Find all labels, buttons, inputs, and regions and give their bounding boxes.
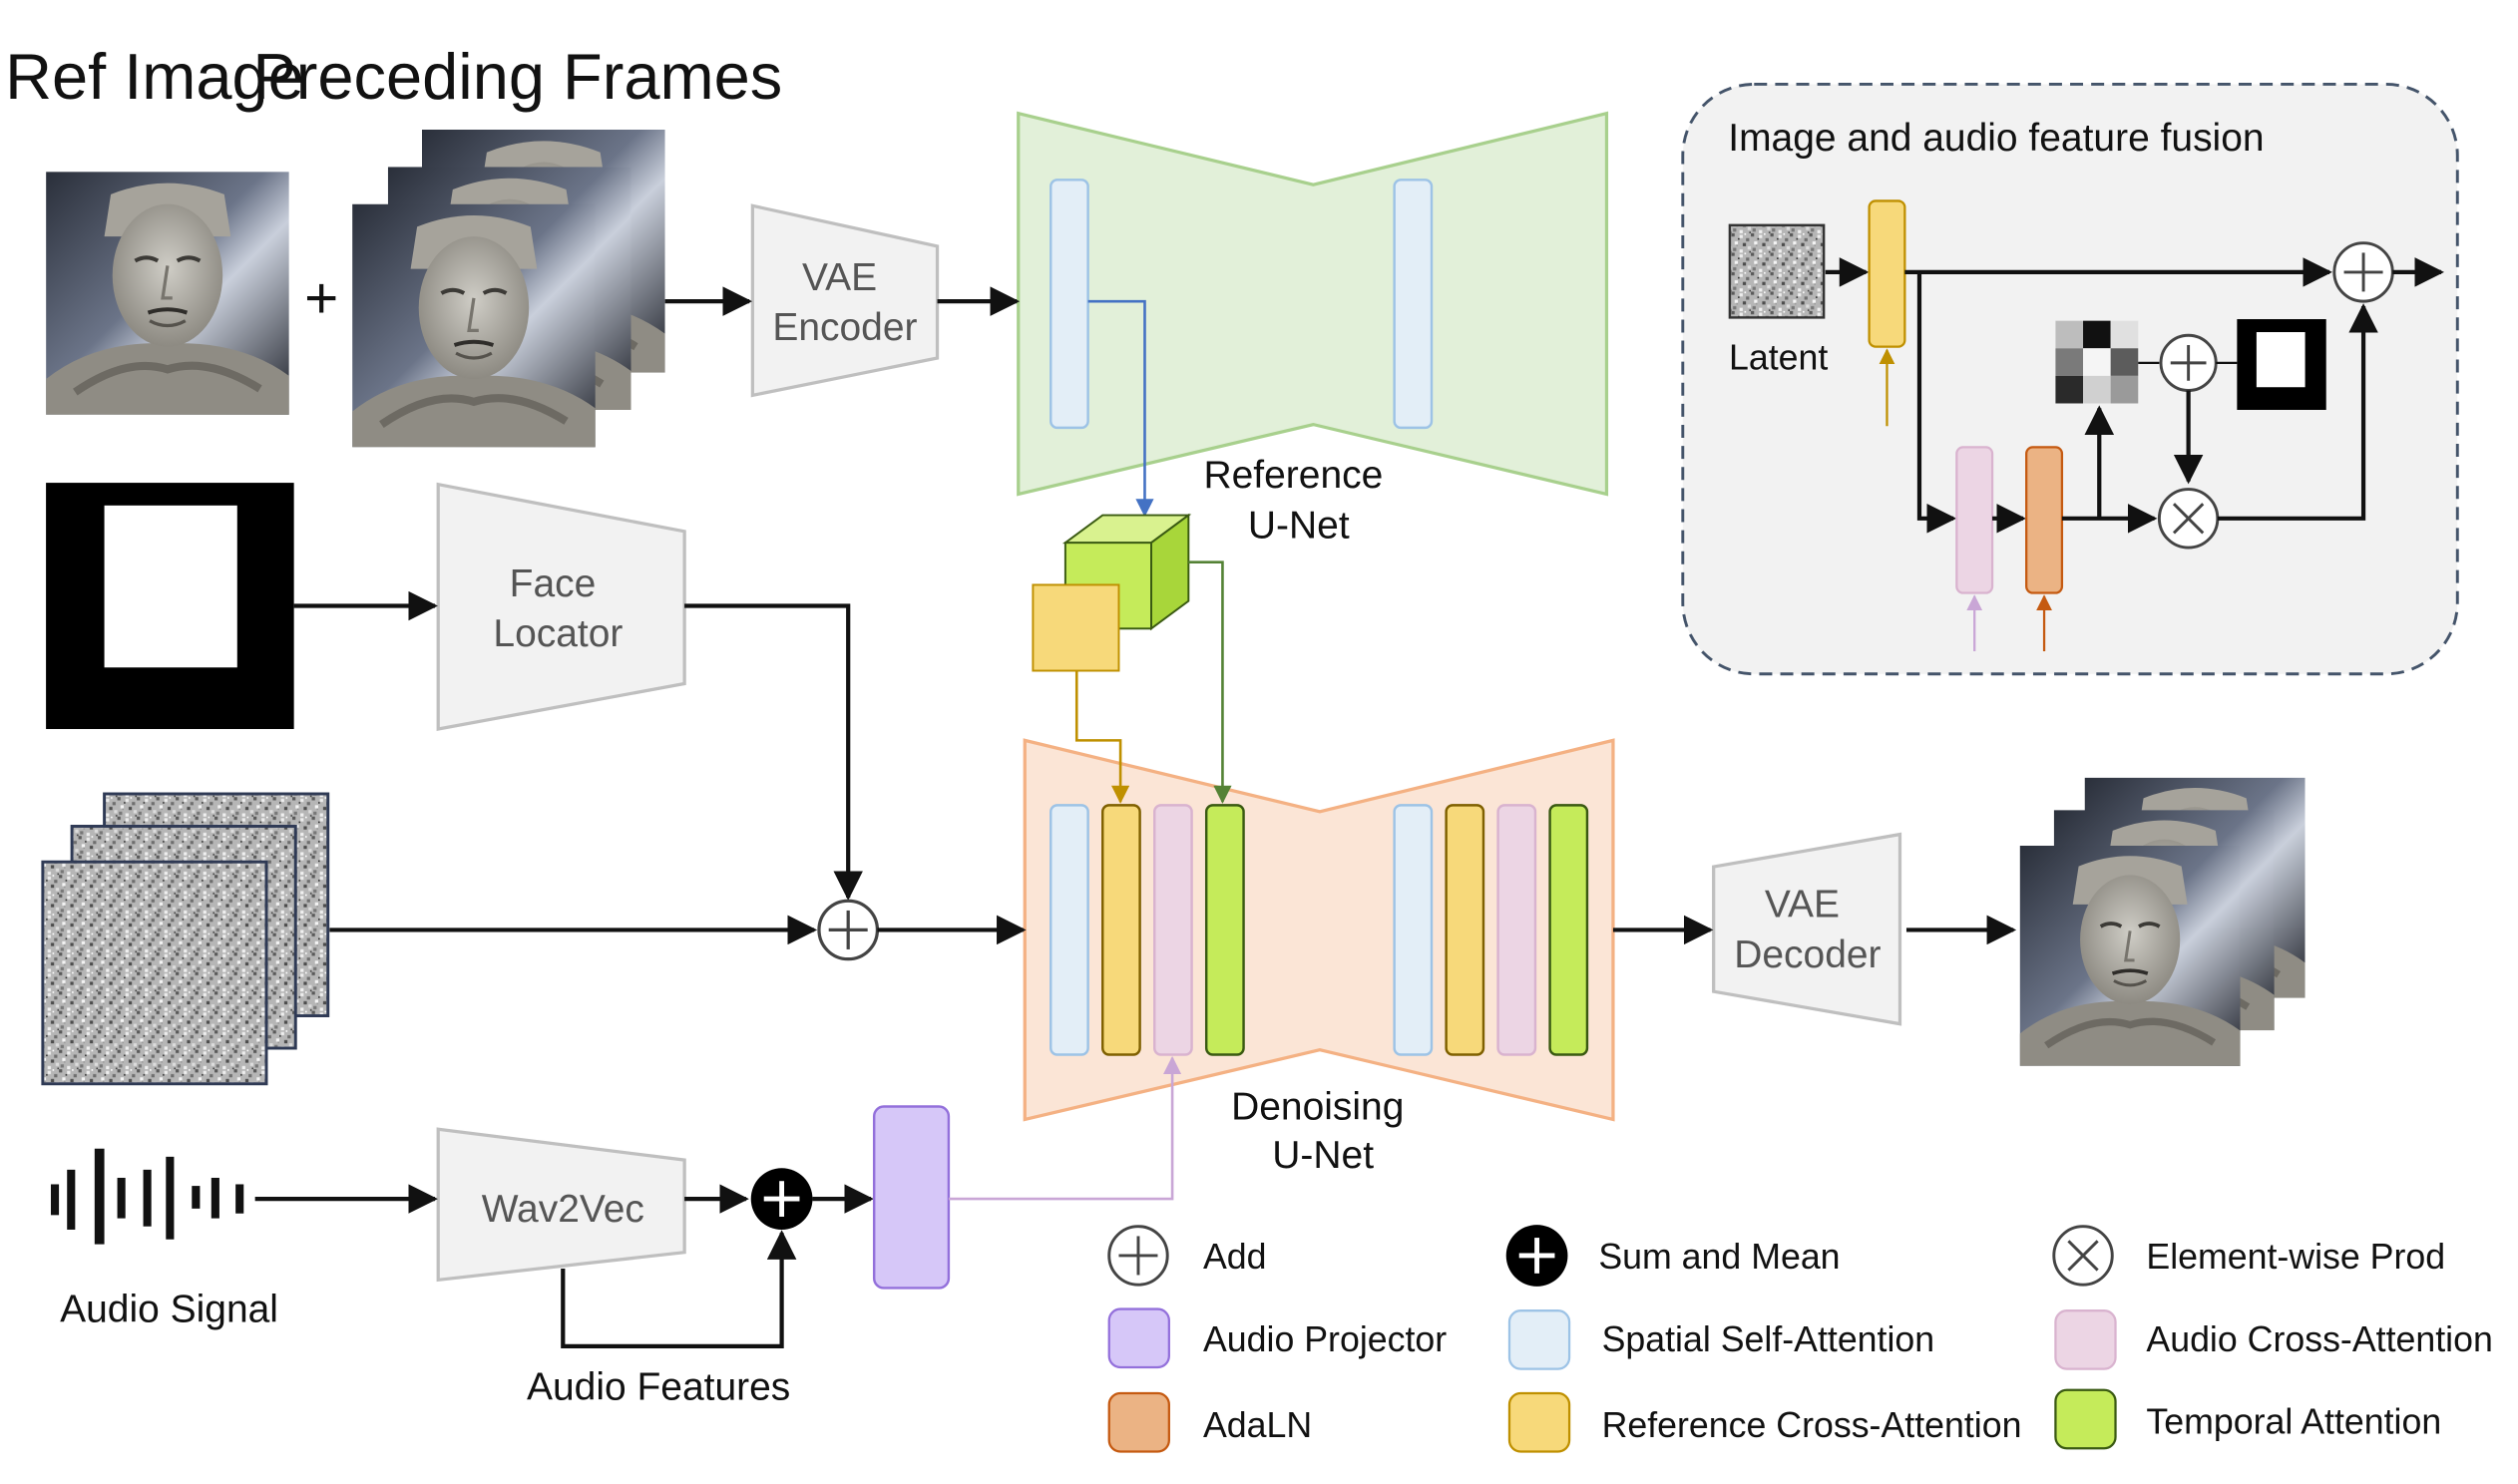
legend: Add Sum and Mean Element-wise Prod Audio… — [1107, 1225, 2493, 1453]
denoising-unet-blocks-left — [1049, 804, 1245, 1056]
inset-add-node — [2159, 333, 2218, 392]
adaln-swatch — [1107, 1391, 1170, 1453]
inset-ref-attention-block — [1868, 199, 1906, 348]
temporal-attention-arrow — [1188, 560, 1232, 804]
inset-final-add-node — [2332, 241, 2394, 303]
reference-unet-block-right — [1393, 179, 1434, 430]
inset-latent-image — [1728, 223, 1826, 319]
reference-cross-attention-swatch — [1507, 1391, 1571, 1453]
legend-label-spatial-self-attention: Spatial Self-Attention — [1602, 1319, 1935, 1359]
inset-branch-arrow — [1916, 271, 1957, 534]
audio-features-arrow — [561, 1230, 797, 1349]
audio-projector-block — [872, 1105, 951, 1290]
fusion-inset-title: Image and audio feature fusion — [1728, 117, 2264, 160]
legend-label-add: Add — [1203, 1237, 1267, 1277]
inset-audio-attention-block — [1955, 446, 1994, 594]
legend-item-audio-cross-attention: Audio Cross-Attention — [2054, 1309, 2493, 1370]
legend-item-reference-cross-attention: Reference Cross-Attention — [1507, 1391, 2022, 1453]
legend-label-audio-cross-attention: Audio Cross-Attention — [2146, 1319, 2492, 1359]
legend-item-spatial-self-attention: Spatial Self-Attention — [1507, 1309, 1935, 1370]
audio-waveform-icon — [50, 1148, 244, 1245]
output-frames-stack — [2020, 778, 2306, 1066]
spatial-self-attention-swatch — [1507, 1309, 1571, 1370]
audio-signal-label: Audio Signal — [60, 1289, 278, 1331]
denoising-unet-label: Denoising U-Net — [1231, 1085, 1415, 1177]
ref-image — [46, 172, 289, 415]
add-node — [817, 899, 880, 961]
legend-item-audio-projector: Audio Projector — [1107, 1307, 1447, 1369]
audio-projector-swatch — [1107, 1307, 1170, 1369]
temporal-attention-swatch — [2054, 1388, 2117, 1450]
noise-latent-stack — [41, 792, 330, 1086]
legend-label-reference-cross-attention: Reference Cross-Attention — [1602, 1405, 2022, 1445]
reference-feature-arrow — [1087, 299, 1154, 518]
legend-item-elementwise: Element-wise Prod — [2052, 1225, 2445, 1287]
vae-encoder-label: VAE Encoder — [772, 256, 917, 349]
legend-label-temporal-attention: Temporal Attention — [2146, 1402, 2441, 1442]
inset-prod-to-add-arrow — [2217, 303, 2378, 521]
wav2vec-label: Wav2Vec — [482, 1188, 644, 1231]
legend-label-sum-mean: Sum and Mean — [1598, 1237, 1840, 1277]
vae-encoder-block — [750, 203, 940, 398]
audio-cross-attention-swatch — [2054, 1309, 2117, 1370]
legend-label-elementwise: Element-wise Prod — [2146, 1237, 2445, 1277]
reference-cross-attention-arrow — [1074, 670, 1130, 804]
reference-unet-shape — [1017, 111, 1609, 497]
vae-decoder-label: VAE Decoder — [1734, 883, 1881, 975]
audio-cross-attention-arrow — [948, 1055, 1182, 1201]
face-mask-image — [46, 483, 294, 730]
sum-mean-node — [750, 1168, 813, 1230]
vae-decoder-block — [1712, 832, 1902, 1026]
locator-to-add-arrow — [684, 603, 863, 901]
reference-unet-label: Reference U-Net — [1203, 454, 1394, 547]
audio-features-label: Audio Features — [527, 1366, 790, 1409]
plus-sign: + — [304, 265, 338, 330]
inset-elementwise-node — [2157, 488, 2220, 550]
preceding-frames-stack — [352, 130, 665, 447]
legend-item-add: Add — [1107, 1225, 1267, 1287]
legend-item-temporal-attention: Temporal Attention — [2054, 1388, 2441, 1450]
feature-cube-yellow — [1032, 583, 1120, 672]
legend-item-adaln: AdaLN — [1107, 1391, 1312, 1453]
inset-attention-map — [2055, 320, 2139, 404]
inset-adaln-block — [2025, 446, 2064, 594]
denoising-unet-blocks-right — [1393, 804, 1589, 1056]
face-locator-label: Face Locator — [493, 562, 623, 655]
inset-latent-label: Latent — [1729, 337, 1828, 377]
legend-label-adaln: AdaLN — [1203, 1405, 1312, 1445]
wav2vec-block — [436, 1127, 686, 1283]
ref-image-label: Ref Image — [5, 40, 304, 113]
face-locator-block — [436, 482, 686, 731]
reference-unet-block-left — [1049, 179, 1089, 430]
legend-label-audio-projector: Audio Projector — [1203, 1319, 1447, 1359]
legend-item-sum-mean: Sum and Mean — [1505, 1225, 1841, 1287]
inset-face-mask — [2237, 319, 2326, 410]
preceding-frames-label: Preceding Frames — [252, 40, 782, 113]
